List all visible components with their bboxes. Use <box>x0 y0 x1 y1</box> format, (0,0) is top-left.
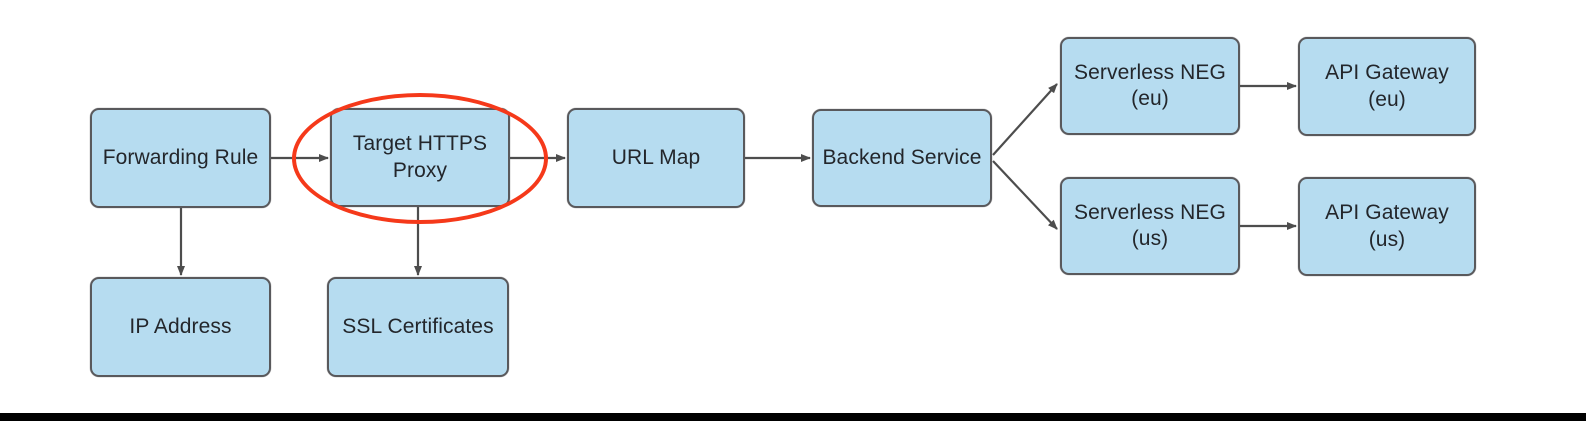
node-api-gateway-us[interactable]: API Gateway (us) <box>1298 177 1476 276</box>
node-label: Serverless NEG (us) <box>1074 200 1226 250</box>
node-serverless-neg-eu[interactable]: Serverless NEG (eu) <box>1060 37 1240 135</box>
node-label: API Gateway (us) <box>1325 201 1449 251</box>
node-api-gateway-eu[interactable]: API Gateway (eu) <box>1298 37 1476 136</box>
node-forwarding-rule[interactable]: Forwarding Rule <box>90 108 271 208</box>
node-label: Serverless NEG (eu) <box>1074 60 1226 110</box>
node-serverless-neg-us[interactable]: Serverless NEG (us) <box>1060 177 1240 275</box>
node-label: IP Address <box>129 314 232 338</box>
node-backend-service[interactable]: Backend Service <box>812 109 992 207</box>
node-ssl-certificates[interactable]: SSL Certificates <box>327 277 509 377</box>
node-url-map[interactable]: URL Map <box>567 108 745 208</box>
node-label: API Gateway (eu) <box>1325 61 1449 111</box>
node-label: SSL Certificates <box>342 314 494 338</box>
node-ip-address[interactable]: IP Address <box>90 277 271 377</box>
node-label: Target HTTPS Proxy <box>352 132 488 182</box>
node-label: Backend Service <box>822 145 982 169</box>
edge-backend-service-to-serverless-neg-us <box>992 160 1058 230</box>
footer-bar <box>0 413 1586 421</box>
edge-backend-service-to-serverless-neg-eu <box>992 83 1058 156</box>
node-label: URL Map <box>611 145 701 169</box>
node-label: Forwarding Rule <box>102 145 259 169</box>
node-target-https-proxy[interactable]: Target HTTPS Proxy <box>330 108 510 207</box>
